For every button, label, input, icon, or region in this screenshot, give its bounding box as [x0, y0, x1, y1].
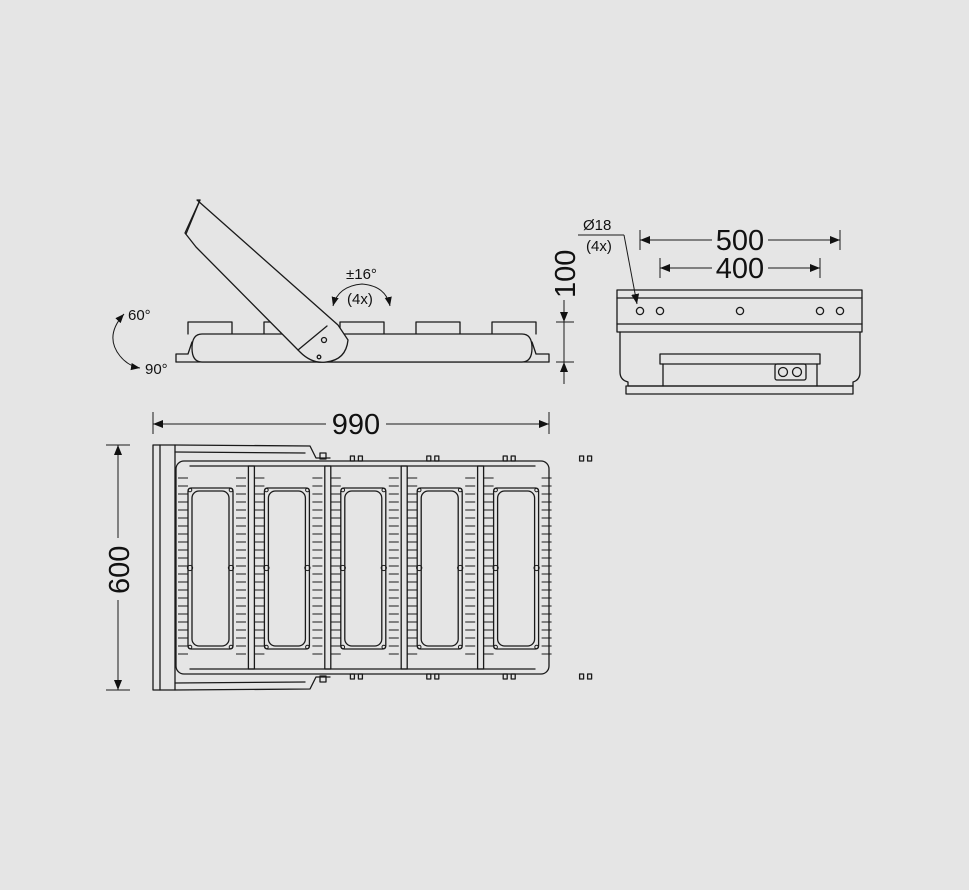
module-screw [187, 487, 193, 493]
module-screw [381, 487, 387, 493]
mounting-hole [815, 306, 825, 316]
module-screw [264, 487, 269, 493]
module-screw [381, 644, 387, 650]
side-view-housing [191, 333, 533, 363]
module-clip [357, 673, 364, 680]
rotation-arc [331, 283, 392, 307]
hole-count-label: (4x) [586, 238, 612, 255]
module-divider [400, 465, 408, 670]
height-dimension: 100 [550, 250, 582, 384]
module-clip [510, 455, 516, 462]
module-screw [493, 487, 498, 493]
led-module-frame [340, 487, 387, 650]
module-clip [502, 673, 508, 680]
inner-spacing-dimension: 400 [659, 253, 821, 285]
bracket-frame [152, 444, 176, 691]
module-screw [228, 644, 234, 650]
led-module-lens [496, 490, 536, 647]
module-divider [476, 465, 485, 670]
module-clip [502, 455, 508, 462]
module-screw [264, 644, 269, 650]
module-clip [578, 455, 585, 462]
led-module-frame [492, 487, 540, 650]
depth-dimension: 600 [104, 444, 136, 691]
rear-mounting-plate [616, 289, 863, 333]
led-module-frame [187, 487, 234, 650]
module-clip [426, 455, 432, 462]
module-clip [357, 455, 364, 462]
inner-spacing-label: 400 [716, 253, 764, 285]
module-notch [263, 564, 270, 572]
module-screw [305, 487, 310, 493]
module-notch [492, 564, 499, 572]
mounting-hole [635, 306, 645, 316]
outer-spacing-label: 500 [716, 225, 764, 257]
height-label: 100 [550, 250, 582, 298]
module-screw [187, 644, 193, 650]
module-screw [457, 644, 463, 650]
hole-callout: Ø18 (4x) [578, 217, 640, 305]
led-module-frame [263, 487, 311, 650]
module-notch [533, 564, 540, 572]
outer-spacing-dimension: 500 [639, 225, 841, 257]
module-divider [247, 465, 256, 670]
module-notch [186, 564, 194, 572]
module-screw [416, 644, 422, 650]
module-clip [434, 673, 440, 680]
led-module-lens [420, 490, 459, 647]
module-screw [305, 644, 310, 650]
width-label: 990 [332, 409, 380, 441]
hole-diameter-label: Ø18 [583, 217, 611, 234]
module-screw [340, 644, 346, 650]
module-notch [457, 564, 464, 572]
module-clip [578, 673, 585, 680]
module-screw [228, 487, 234, 493]
module-notch [416, 564, 423, 572]
rotation-count-label: (4x) [347, 291, 373, 308]
side-view-lugs [187, 321, 537, 335]
tilt-down-label: 90° [145, 361, 168, 378]
led-module-lens [267, 490, 307, 647]
module-clip [426, 673, 432, 680]
tilt-up-label: 60° [128, 307, 151, 324]
module-divider [324, 465, 332, 670]
module-screw [416, 487, 422, 493]
module-screw [534, 487, 539, 493]
led-module-lens [191, 490, 230, 647]
module-screw [493, 644, 498, 650]
depth-label: 600 [104, 546, 136, 594]
width-dimension: 990 [152, 409, 550, 441]
module-screw [340, 487, 346, 493]
led-modules [178, 455, 593, 680]
led-module-frame [416, 487, 463, 650]
mounting-bracket-arm [184, 199, 349, 363]
led-module-lens [344, 490, 383, 647]
module-notch [304, 564, 311, 572]
module-clip [349, 673, 356, 680]
module-clip [434, 455, 440, 462]
mounting-hole [735, 306, 745, 316]
side-view: 60° 90° ±16° (4x) 100 [112, 199, 582, 384]
module-clip [510, 673, 516, 680]
mounting-hole [655, 306, 665, 316]
top-view: 990 600 [104, 409, 593, 691]
module-notch [380, 564, 387, 572]
module-notch [227, 564, 235, 572]
module-clip [586, 673, 593, 680]
module-notch [339, 564, 346, 572]
module-clip [349, 455, 356, 462]
mounting-hole [835, 306, 845, 316]
module-screw [457, 487, 463, 493]
junction-box [774, 363, 807, 381]
tilt-arc [112, 313, 141, 371]
module-clip [586, 455, 593, 462]
rear-view: 500 400 Ø18 (4x) [578, 217, 863, 395]
rotation-label: ±16° [346, 266, 377, 283]
module-screw [534, 644, 539, 650]
